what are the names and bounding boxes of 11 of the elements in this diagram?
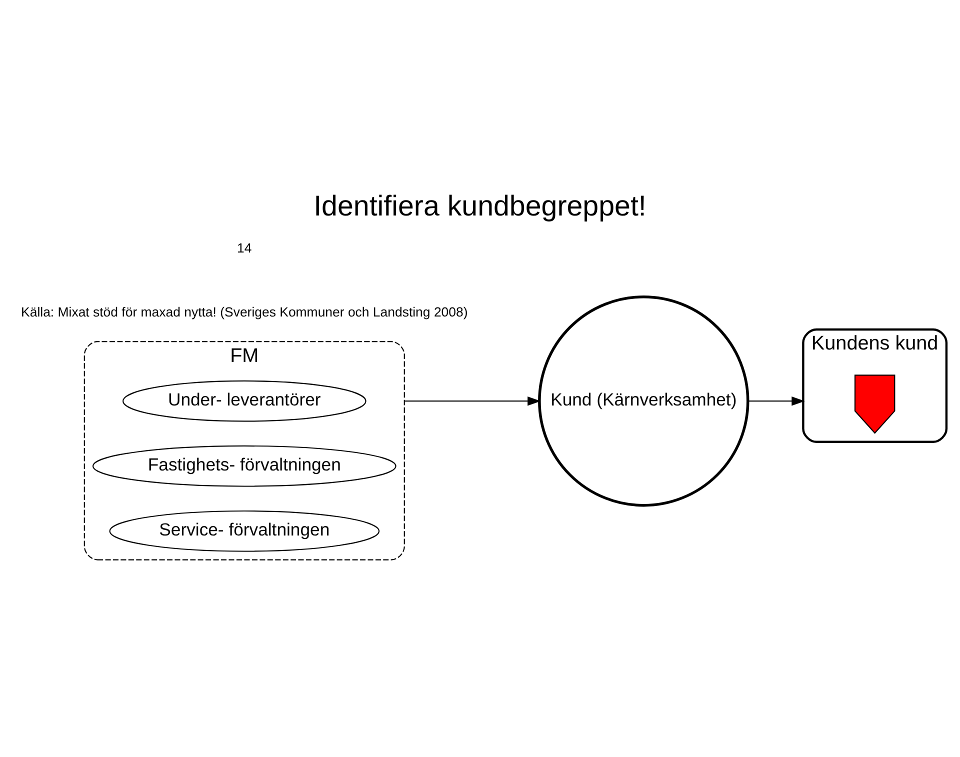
node-person <box>854 374 896 434</box>
cluster: Kundens kund <box>802 328 948 443</box>
label: 14 <box>237 240 252 256</box>
arrow <box>748 396 805 406</box>
diagram-title: Identifiera kundbegreppet! <box>314 190 646 223</box>
node-ellipse: Fastighets- förvaltningen <box>92 445 396 487</box>
caption: Källa: Mixat stöd för maxad nytta! (Sveriges Kommuner och Landsting 2008) <box>21 304 468 320</box>
node-ellipse: Service- förvaltningen <box>109 510 380 552</box>
arrow <box>404 396 541 406</box>
node-ellipse: Under- leverantörer <box>122 380 366 422</box>
node-circle: Kund (Kärnverksamhet) <box>538 295 750 507</box>
